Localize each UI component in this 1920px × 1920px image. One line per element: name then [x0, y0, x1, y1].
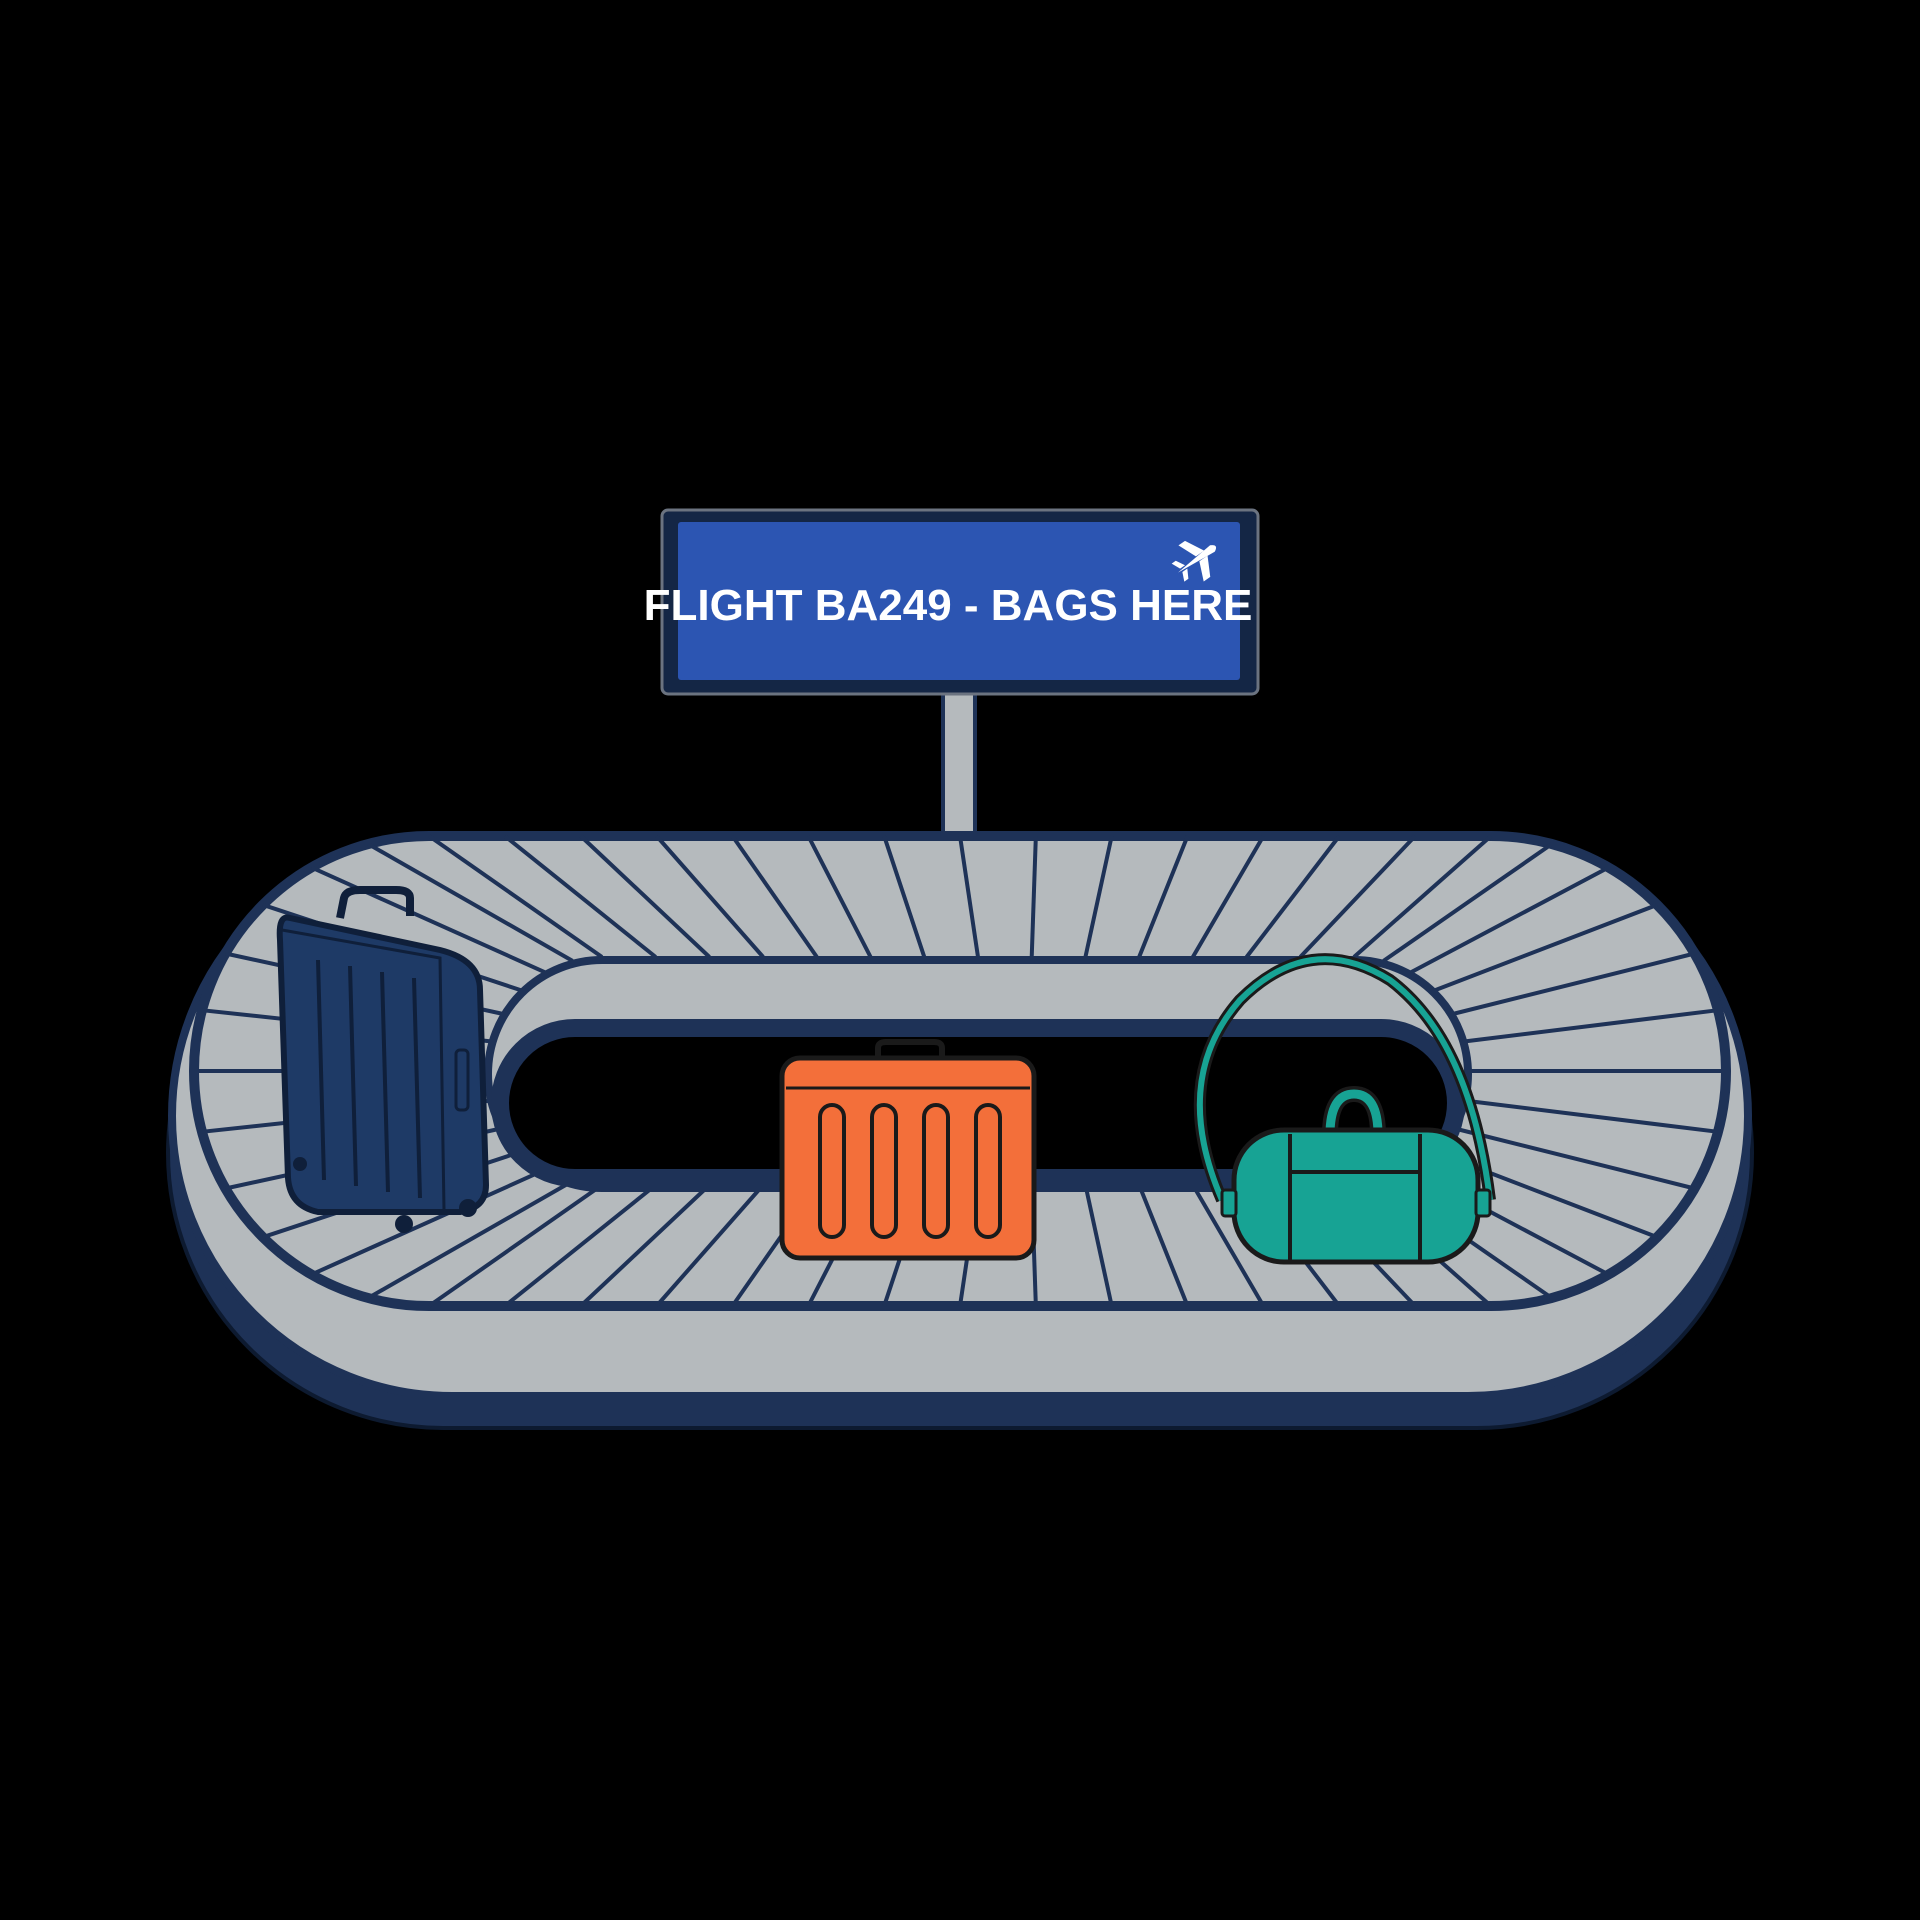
flight-sign: FLIGHT BA249 - BAGS HERE: [644, 508, 1260, 904]
belt-slat: [806, 835, 873, 958]
sign-panel: [678, 522, 1240, 680]
belt-slat: [579, 834, 711, 959]
belt-slat: [1433, 902, 1658, 993]
belt-slat: [882, 835, 927, 958]
belt-slat: [730, 834, 819, 959]
belt-slat: [310, 865, 546, 975]
belt-slat: [1298, 834, 1417, 959]
belt-slat: [1452, 951, 1696, 1016]
belt-slat: [1137, 1184, 1190, 1307]
duffel-bag: [1193, 953, 1496, 1265]
belt-slat: [1083, 835, 1114, 958]
belt-slat: [1191, 834, 1266, 959]
belt-slat: [1083, 1184, 1114, 1307]
belt-slat: [1410, 865, 1610, 975]
belt-slat: [1029, 835, 1038, 958]
belt-slat: [1244, 834, 1341, 959]
belt-slat: [1352, 834, 1493, 959]
belt-slat: [503, 834, 657, 959]
belt-slat: [579, 1183, 711, 1308]
belt-slat: [655, 1183, 765, 1308]
belt-slat: [503, 1183, 657, 1308]
belt-slat: [958, 835, 980, 958]
airplane-icon: [1171, 540, 1217, 582]
belt-slat: [1382, 842, 1553, 963]
belt-slat: [427, 1183, 604, 1308]
sign-text: FLIGHT BA249 - BAGS HERE: [644, 581, 1253, 630]
belt-slat: [1191, 1183, 1266, 1308]
belt-slat: [367, 842, 574, 963]
rolling-suitcase: [276, 886, 490, 1233]
belt-slat: [1463, 1098, 1719, 1134]
belt-slat: [1463, 1008, 1719, 1044]
belt-slat: [427, 834, 604, 959]
belt-slat: [310, 1167, 546, 1277]
belt-slat: [1137, 835, 1190, 958]
hard-case: [779, 1039, 1037, 1261]
belt-slat: [1452, 1126, 1696, 1191]
belt-slat: [367, 1179, 574, 1300]
belt-slat: [655, 834, 765, 959]
